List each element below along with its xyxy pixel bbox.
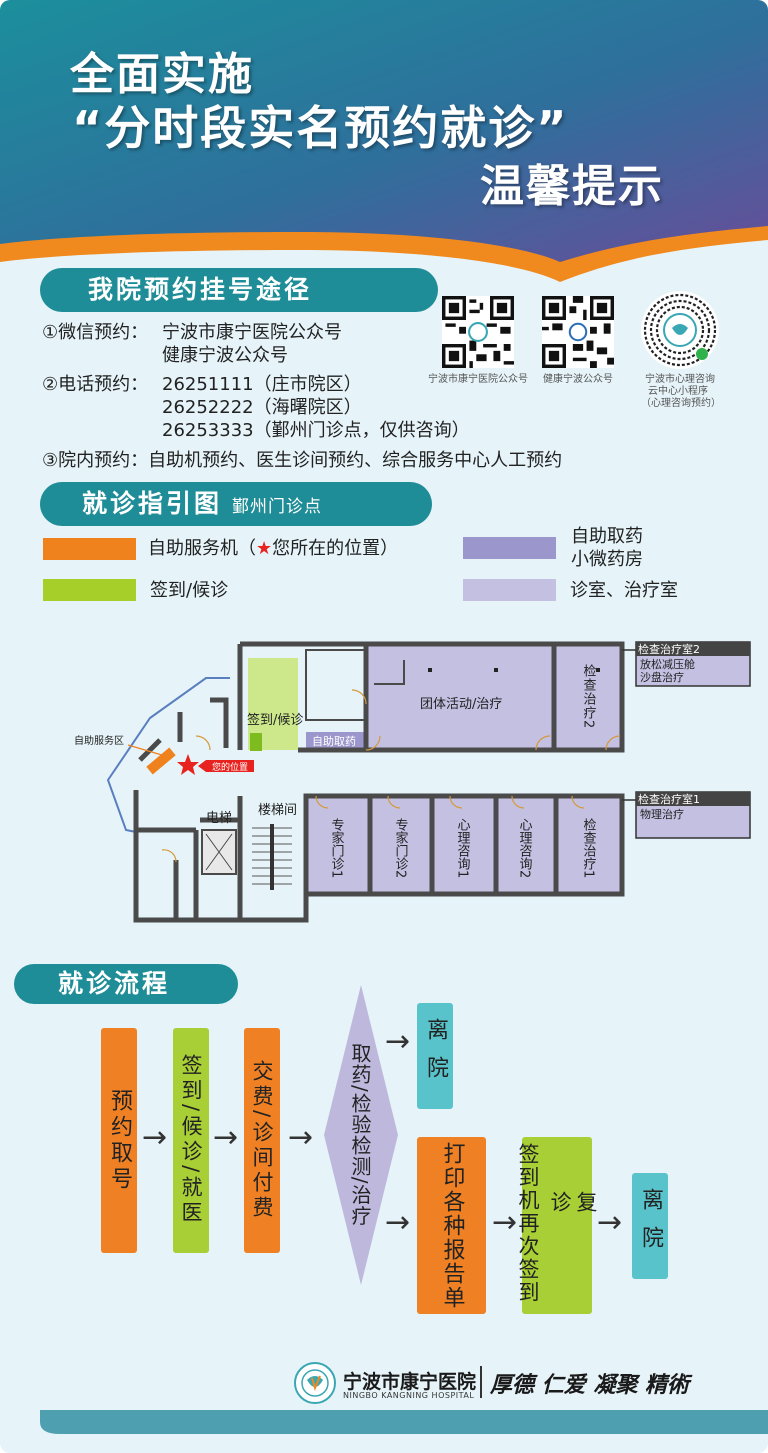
star-icon: ★ bbox=[256, 538, 273, 559]
qr-caption-hospital: 宁波市康宁医院公众号 bbox=[428, 374, 528, 385]
map-elevator-label: 电梯 bbox=[206, 811, 232, 826]
booking-title-text: 我院预约挂号途径 bbox=[88, 275, 313, 304]
flow-step-revisit-text-b: 签到机再次签到 bbox=[516, 1143, 540, 1304]
map-you-are-here-label: 您的位置 bbox=[212, 761, 248, 773]
flow-step-leave-2-text: 离院 bbox=[638, 1188, 663, 1264]
phone-line-2: 26252222（海曙院区） bbox=[162, 397, 362, 418]
map-box2-line1: 放松减压舱 bbox=[640, 657, 695, 671]
phone-label: ②电话预约： bbox=[42, 374, 149, 395]
qr-caption-mini-program-2: 云中心小程序 bbox=[648, 386, 708, 397]
arrow-right-icon: → bbox=[385, 1205, 411, 1240]
flow-step-pay-text: 交费/诊间付费 bbox=[250, 1059, 274, 1222]
wechat-line-2: 健康宁波公众号 bbox=[162, 345, 288, 366]
flow-step-print: 打印各种报告单 bbox=[417, 1137, 486, 1314]
flow-step-print-text: 打印各种报告单 bbox=[439, 1141, 465, 1310]
hospital-logo-icon bbox=[294, 1362, 336, 1404]
booking-section-title: 我院预约挂号途径 bbox=[40, 268, 438, 312]
footer-hospital-name: 宁波市康宁医院 bbox=[343, 1371, 477, 1393]
flow-step-book: 预约取号 bbox=[101, 1028, 137, 1253]
qr-caption-mini-program-1: 宁波市心理咨询 bbox=[645, 374, 715, 385]
phone-line-3: 26253333（鄞州门诊点，仅供咨询） bbox=[162, 420, 470, 441]
header-title-line2: “分时段实名预约就诊” bbox=[72, 101, 569, 155]
header-banner bbox=[0, 0, 768, 282]
map-exam-2-label: 检查治疗2 bbox=[581, 664, 597, 729]
legend-kiosk-label: 自助服务机（★您所在的位置） bbox=[148, 538, 398, 560]
flow-step-treatment-diamond bbox=[324, 985, 398, 1285]
flow-step-treatment: 取药/检验检测/治疗 bbox=[342, 1025, 378, 1245]
map-expert-2-label: 专家门诊2 bbox=[393, 818, 409, 878]
header-title-line1: 全面实施 bbox=[70, 49, 254, 100]
legend-kiosk-suffix: 您所在的位置） bbox=[272, 538, 399, 559]
map-box1-line1: 物理治疗 bbox=[640, 807, 684, 821]
map-box1-title: 检查治疗室1 bbox=[638, 792, 700, 806]
map-box2-title: 检查治疗室2 bbox=[638, 642, 700, 656]
flow-step-book-text: 预约取号 bbox=[107, 1088, 132, 1193]
map-exam-1-label: 检查治疗1 bbox=[581, 818, 597, 878]
flow-step-leave-2: 离院 bbox=[632, 1173, 668, 1279]
arrow-right-icon: → bbox=[288, 1120, 314, 1155]
map-psych-2-label: 心理咨询2 bbox=[517, 818, 533, 878]
qr-caption-mini-program-3: （心理咨询预约） bbox=[641, 398, 721, 409]
legend-swatch-pharmacy bbox=[463, 537, 556, 559]
legend-swatch-checkin bbox=[43, 579, 136, 601]
legend-pharmacy-label-2: 小微药房 bbox=[571, 549, 643, 570]
arrow-right-icon: → bbox=[385, 1024, 411, 1059]
qr-code-mini-program bbox=[641, 291, 719, 369]
map-self-pharmacy-label: 自助取药 bbox=[312, 734, 356, 748]
arrow-right-icon: → bbox=[213, 1120, 239, 1155]
guide-subtitle: 鄞州门诊点 bbox=[232, 497, 323, 517]
map-expert-1-label: 专家门诊1 bbox=[329, 818, 345, 878]
wechat-line-1: 宁波市康宁医院公众号 bbox=[162, 322, 342, 343]
floor-map: 自助服务区 您的位置 签到/候诊 自助取药 团体活动/治疗 检查治疗2 电梯 楼… bbox=[74, 641, 751, 923]
flow-step-pay: 交费/诊间付费 bbox=[244, 1028, 280, 1253]
flow-step-leave-1-text: 离院 bbox=[423, 1018, 448, 1094]
header-title-line3: 温馨提示 bbox=[480, 161, 664, 212]
footer-motto: 厚德 仁爱 凝聚 精術 bbox=[490, 1372, 689, 1398]
legend-swatch-kiosk bbox=[43, 538, 136, 560]
footer-hospital-name-en: NINGBO KANGNING HOSPITAL bbox=[343, 1391, 475, 1400]
guide-title-text: 就诊指引图 bbox=[82, 489, 223, 518]
legend-checkin-label: 签到/候诊 bbox=[150, 580, 229, 601]
flow-step-treatment-text: 取药/检验检测/治疗 bbox=[348, 1043, 372, 1227]
flow-step-leave-1: 离院 bbox=[417, 1003, 453, 1109]
flow-title-text: 就诊流程 bbox=[58, 969, 171, 998]
legend-swatch-rooms bbox=[463, 579, 556, 601]
map-box2-line2: 沙盘治疗 bbox=[640, 670, 684, 684]
flow-section-title: 就诊流程 bbox=[14, 964, 238, 1004]
qr-code-healthy-ningbo bbox=[542, 296, 614, 368]
map-checkin-label: 签到/候诊 bbox=[247, 712, 303, 728]
flow-step-revisit: 签到机再次签到 复诊 bbox=[516, 1137, 598, 1314]
guide-section-title: 就诊指引图鄞州门诊点 bbox=[40, 482, 432, 526]
qr-caption-healthy-ningbo: 健康宁波公众号 bbox=[543, 374, 613, 385]
flow-step-checkin-text: 签到/候诊/就医 bbox=[179, 1054, 203, 1227]
qr-code-hospital bbox=[442, 296, 514, 368]
map-stairs-label: 楼梯间 bbox=[258, 803, 297, 818]
arrow-right-icon: → bbox=[142, 1120, 168, 1155]
footer-band bbox=[0, 1410, 768, 1453]
legend-rooms-label: 诊室、治疗室 bbox=[570, 580, 678, 601]
flow-step-revisit-text-a: 复诊 bbox=[548, 1191, 598, 1284]
arrow-right-icon: → bbox=[492, 1205, 518, 1240]
footer-divider bbox=[480, 1366, 482, 1398]
phone-line-1: 26251111（庄市院区） bbox=[162, 374, 362, 395]
onsite-booking: ③院内预约：自助机预约、医生诊间预约、综合服务中心人工预约 bbox=[42, 450, 563, 471]
legend-pharmacy-label-1: 自助取药 bbox=[571, 526, 643, 547]
arrow-right-icon: → bbox=[597, 1205, 623, 1240]
map-service-area-label: 自助服务区 bbox=[74, 734, 124, 747]
map-group-room-label: 团体活动/治疗 bbox=[420, 697, 502, 712]
legend-kiosk-prefix: 自助服务机（ bbox=[148, 538, 256, 559]
map-psych-1-label: 心理咨询1 bbox=[455, 818, 471, 878]
wechat-label: ①微信预约： bbox=[42, 322, 149, 343]
flow-step-checkin: 签到/候诊/就医 bbox=[173, 1028, 209, 1253]
